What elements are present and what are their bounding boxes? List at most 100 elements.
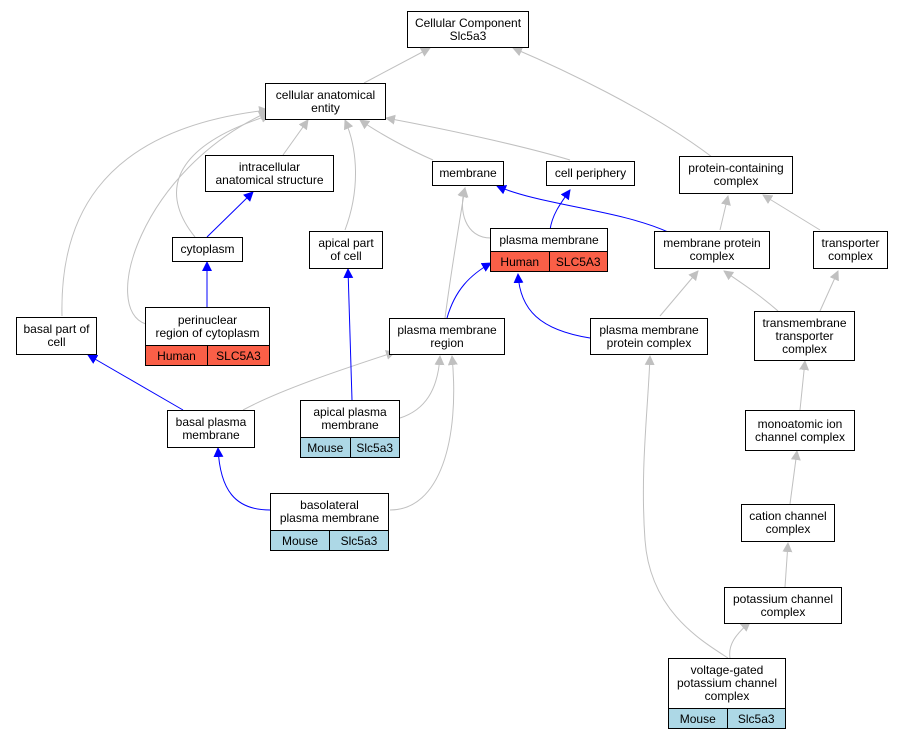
edge-pmpc-to-mpc [659,270,699,317]
edge-apm-partof-apical [343,268,354,401]
node-label-line: complex [782,341,827,356]
node-label-line: monoatomic ion [757,416,843,431]
node-label-line: region of cytoplasm [155,325,260,340]
node-membrane[interactable]: membrane [432,161,504,186]
node-label-line: intracellular [238,159,301,174]
edge-pm-to-membrane [457,187,492,239]
edge-apical-to-cae [343,119,356,231]
edge-ccc-to-micc [789,450,801,505]
node-label-line: potassium channel [732,591,834,606]
node-label-line: transporter [821,236,880,250]
edge-mpc-partof-membrane [496,185,669,233]
edge-mpc-to-pcc [719,195,731,231]
node-label-line: complex [760,604,806,619]
gene-tag: SLC5A3 [207,346,269,365]
node-label-line: membrane [182,428,240,442]
edge-pm-partof-cellper [549,189,571,231]
node-label-line: apical part [318,236,374,250]
node-label-line: transporter [775,328,834,343]
node-label-line: anatomical structure [215,172,324,187]
edge-pcc-to-cc [512,46,713,158]
edge-blpm-partof-bpm [213,447,271,511]
node-label-line: perinuclear [177,312,238,327]
node-label-line: membrane protein [663,236,761,250]
node-label-line: basal part of [23,322,90,336]
node-label-line: voltage-gated [690,663,764,677]
node-label-line: Cellular Component [414,15,522,30]
edge-cellper-to-cae [385,114,571,161]
node-label-line: complex [713,174,759,188]
node-label-line: membrane [321,418,379,432]
node-label-line: of cell [330,249,362,263]
edge-pmr-to-membrane [444,187,469,319]
node-label-line: membrane [439,166,497,180]
node-label-line: protein complex [606,335,692,350]
node-cell-periphery[interactable]: cell periphery [546,161,635,186]
node-label-line: plasma membrane [279,511,380,525]
edge-blpm-to-pmr [389,355,458,511]
edge-pmpc-partof-pm [513,273,591,339]
edge-bpm-partof-basalpart [87,354,184,411]
edge-vgkcc-to-kcc [729,621,751,659]
edge-cyto-to-cae [176,112,271,238]
node-label-line: plasma membrane [599,322,699,337]
node-label-line: potassium channel [676,676,778,690]
node-label-line: complex [689,249,735,263]
node-label-line: entity [311,100,340,115]
edge-bpm-to-pmr [242,350,396,411]
node-label-line: channel complex [754,429,846,444]
node-label-line: Slc5a3 [449,28,487,43]
node-label-line: complex [765,522,811,536]
species-tag: Human [157,348,196,363]
species-tag: Mouse [307,440,344,455]
edge-apm-to-pmr [399,355,445,419]
gene-tag: Slc5a3 [349,438,400,457]
node-label-line: complex [828,249,873,263]
species-tag: Mouse [679,711,716,726]
edge-micc-to-ttc [799,360,810,411]
node-label-line: region [430,335,464,350]
node-label-line: plasma membrane [397,322,497,337]
edge-kcc-to-ccc [782,542,793,588]
edge-vgkcc-to-pmpc [642,355,729,659]
gene-tag: SLC5A3 [548,252,608,271]
edge-basalpart-to-cae [61,106,269,317]
node-label-line: cytoplasm [180,242,235,256]
node-label-line: plasma membrane [499,232,599,247]
node-cytoplasm[interactable]: cytoplasm [172,237,243,262]
edge-ttc-to-mpc [723,270,779,312]
node-label-line: basal plasma [175,415,247,429]
node-label-line: cell [47,335,66,349]
edge-perinuc-to-cae [127,111,269,325]
edge-cae-to-cc [363,47,431,84]
edge-membrane-to-cae [359,119,434,161]
species-tag: Mouse [281,533,319,548]
node-label-line: protein-containing [688,161,784,175]
node-label-line: cation channel [749,509,827,523]
edge-cyto-partof-ias [206,191,254,238]
edge-ias-to-cae [282,119,309,156]
node-label-line: cell periphery [554,166,627,180]
edge-pmr-partof-pm [446,262,492,319]
